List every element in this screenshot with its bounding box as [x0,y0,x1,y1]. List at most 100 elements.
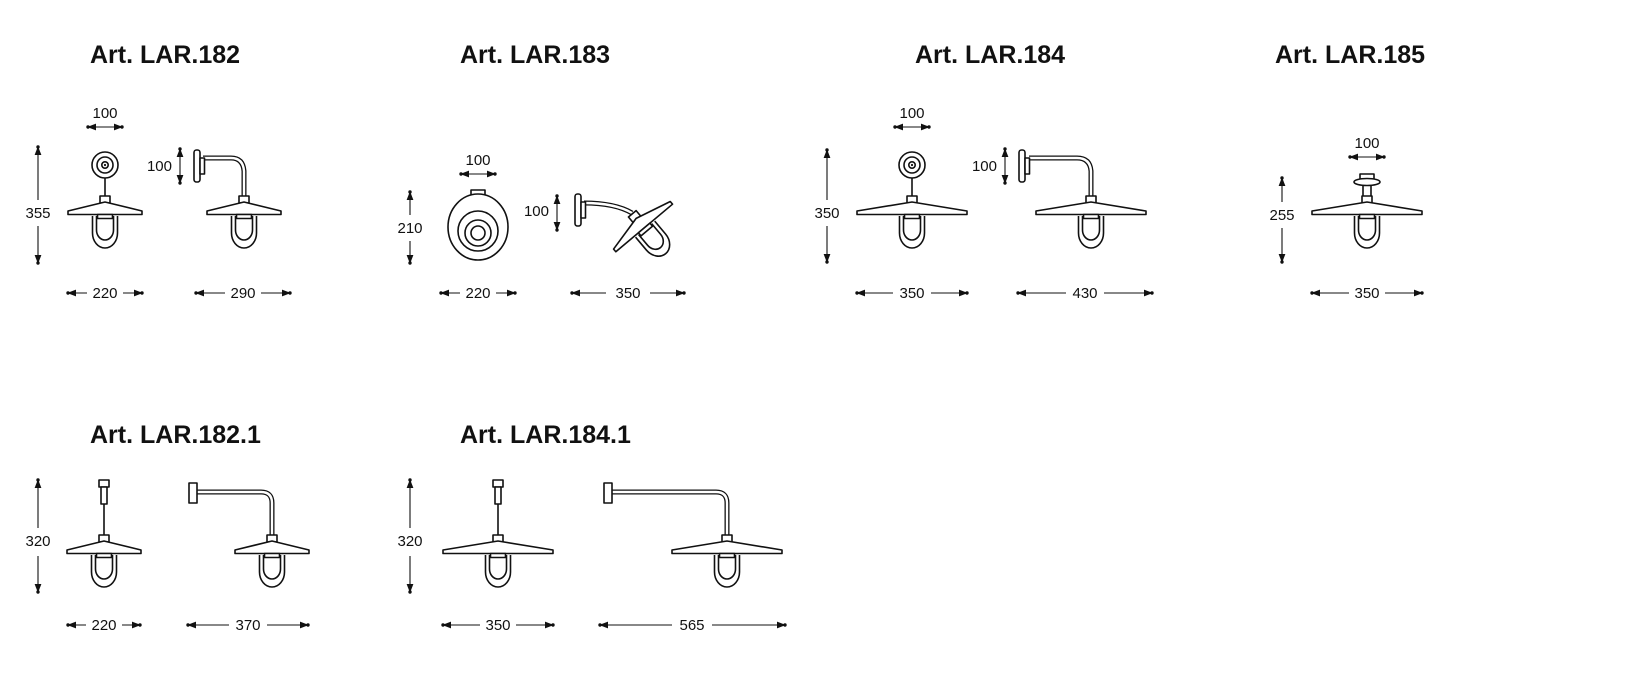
side-view [188,482,310,588]
dim-height: 355 [25,145,51,265]
bulb-icon [90,554,118,588]
article-lar-184: Art. LAR.184 100 350 100 [814,41,1154,302]
dim-label: 320 [397,533,422,550]
dim-label: 220 [465,285,490,302]
dim-arm-height: 100 [147,147,184,185]
dim-side-depth: 370 [186,617,310,634]
lamp-arm-inner [203,156,246,196]
hook-bracket-icon [492,479,504,505]
article-title: Art. LAR.184 [915,41,1065,69]
dim-height: 320 [397,478,423,594]
dim-label: 350 [485,617,510,634]
bulb-icon [1353,215,1381,249]
dim-label: 430 [1072,285,1097,302]
front-view [67,151,143,249]
shade-icon [671,534,783,559]
front-view [66,479,142,588]
dim-side-depth: 290 [194,285,292,302]
dim-label: 255 [1269,207,1294,224]
front-view [442,479,554,588]
shade-icon [234,534,310,559]
dim-side-depth: 350 [570,285,686,302]
lamp-arm [203,155,247,196]
shade-icon [66,534,142,559]
lamp-arm [197,489,275,535]
dim-arm-height: 100 [972,147,1009,185]
dim-top-width: 100 [459,152,497,178]
side-view [574,189,677,263]
dim-label: 220 [91,617,116,634]
shade-icon [67,195,143,220]
dim-front-width: 220 [66,617,142,634]
dim-side-depth: 565 [598,617,787,634]
dim-label: 100 [147,158,172,175]
lamp-arm-inner [197,490,274,535]
article-title: Art. LAR.184.1 [460,421,631,449]
dim-side-depth: 430 [1016,285,1154,302]
article-lar-182-1: Art. LAR.182.1 320 220 [25,421,310,634]
lamp-arm-inner [583,201,633,215]
side-view [603,482,783,588]
bulb-icon [258,554,286,588]
article-lar-184-1: Art. LAR.184.1 320 350 [397,421,787,634]
article-title: Art. LAR.182.1 [90,421,261,449]
dim-label: 100 [524,203,549,220]
article-lar-183: Art. LAR.183 100 210 100 [397,41,686,302]
mount-disc [1353,177,1381,187]
side-view [193,149,282,249]
dim-height: 210 [397,190,423,265]
bulb-tip [470,225,486,241]
article-lar-185: Art. LAR.185 100 255 350 [1269,41,1425,302]
dim-label: 290 [230,285,255,302]
dim-label: 350 [814,205,839,222]
shade-icon [1311,195,1423,220]
dim-label: 220 [92,285,117,302]
shade-icon [856,195,968,220]
dim-label: 100 [92,105,117,122]
dim-label: 355 [25,205,50,222]
dim-top-width: 100 [86,105,124,131]
dim-label: 565 [679,617,704,634]
bulb-icon [484,554,512,588]
dim-label: 100 [465,152,490,169]
dim-label: 100 [899,105,924,122]
wall-mount-icon [91,151,119,179]
side-view [1018,149,1147,249]
article-title: Art. LAR.183 [460,41,610,69]
dim-height: 255 [1269,176,1295,264]
bulb-icon [713,554,741,588]
dim-top-width: 100 [893,105,931,131]
front-view [447,189,509,261]
hook-bracket-icon [98,479,110,505]
lamp-arm-inner [1029,156,1093,196]
wall-plate-icon [574,193,587,227]
bulb-icon [898,215,926,249]
ceiling-view [1311,173,1423,249]
article-title: Art. LAR.185 [1275,41,1425,69]
bulb-icon [1077,215,1105,249]
shade-icon [1035,195,1147,220]
lamp-arm [612,489,730,535]
bulb-icon [230,215,258,249]
dim-label: 100 [1354,135,1379,152]
dim-front-width: 220 [439,285,517,302]
wall-plate-icon [1018,149,1031,183]
dim-label: 350 [615,285,640,302]
dim-front-width: 350 [855,285,969,302]
wall-mount-icon [898,151,926,179]
front-view [856,151,968,249]
bulb-icon [91,215,119,249]
dim-label: 350 [1354,285,1379,302]
lamp-arm [1029,155,1094,196]
dim-height: 350 [814,148,840,264]
dim-label: 370 [235,617,260,634]
dim-front-width: 350 [441,617,555,634]
lamp-arm-inner [612,490,729,535]
dim-label: 320 [25,533,50,550]
dim-front-width: 350 [1310,285,1424,302]
article-title: Art. LAR.182 [90,41,240,69]
shade-icon [442,534,554,559]
wall-plate-icon [193,149,206,183]
